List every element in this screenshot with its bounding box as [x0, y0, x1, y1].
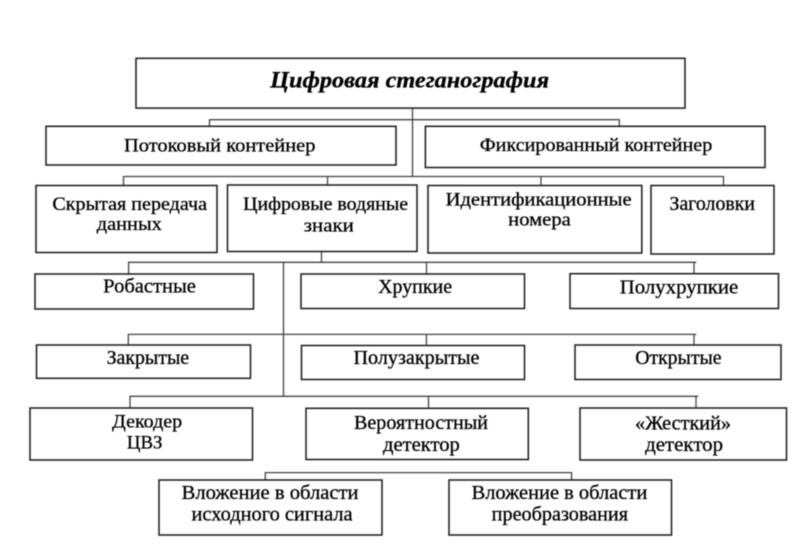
svg-text:номера: номера	[508, 210, 571, 231]
svg-text:Робастные: Робастные	[103, 275, 196, 297]
svg-text:Скрытая передача: Скрытая передача	[52, 194, 207, 215]
svg-text:данных: данных	[97, 214, 163, 235]
svg-text:Полухрупкие: Полухрупкие	[620, 276, 739, 298]
svg-text:Идентификационные: Идентификационные	[446, 190, 632, 211]
svg-text:Цифровая стеганография: Цифровая стеганография	[269, 68, 549, 93]
svg-text:Фиксированный контейнер: Фиксированный контейнер	[480, 135, 713, 156]
svg-text:Декодер: Декодер	[112, 412, 182, 433]
svg-text:Полузакрытые: Полузакрытые	[354, 347, 480, 369]
svg-text:знаки: знаки	[304, 215, 354, 236]
svg-text:Хрупкие: Хрупкие	[378, 276, 452, 298]
svg-text:Цифровые водяные: Цифровые водяные	[243, 194, 408, 215]
svg-text:детектор: детектор	[645, 434, 723, 456]
svg-text:Закрытые: Закрытые	[107, 347, 190, 369]
svg-text:Вложение в области: Вложение в области	[182, 482, 359, 504]
svg-text:Вероятностный: Вероятностный	[354, 412, 488, 434]
svg-text:Открытые: Открытые	[635, 347, 721, 369]
svg-text:Заголовки: Заголовки	[670, 193, 756, 215]
svg-text:«Жесткий»: «Жесткий»	[635, 412, 731, 434]
svg-text:исходного сигнала: исходного сигнала	[192, 504, 353, 526]
svg-text:детектор: детектор	[383, 434, 460, 456]
svg-text:Потоковый контейнер: Потоковый контейнер	[124, 135, 316, 156]
svg-text:ЦВЗ: ЦВЗ	[127, 433, 162, 454]
svg-text:Вложение в области: Вложение в области	[472, 482, 648, 504]
svg-text:преобразования: преобразования	[492, 504, 628, 526]
